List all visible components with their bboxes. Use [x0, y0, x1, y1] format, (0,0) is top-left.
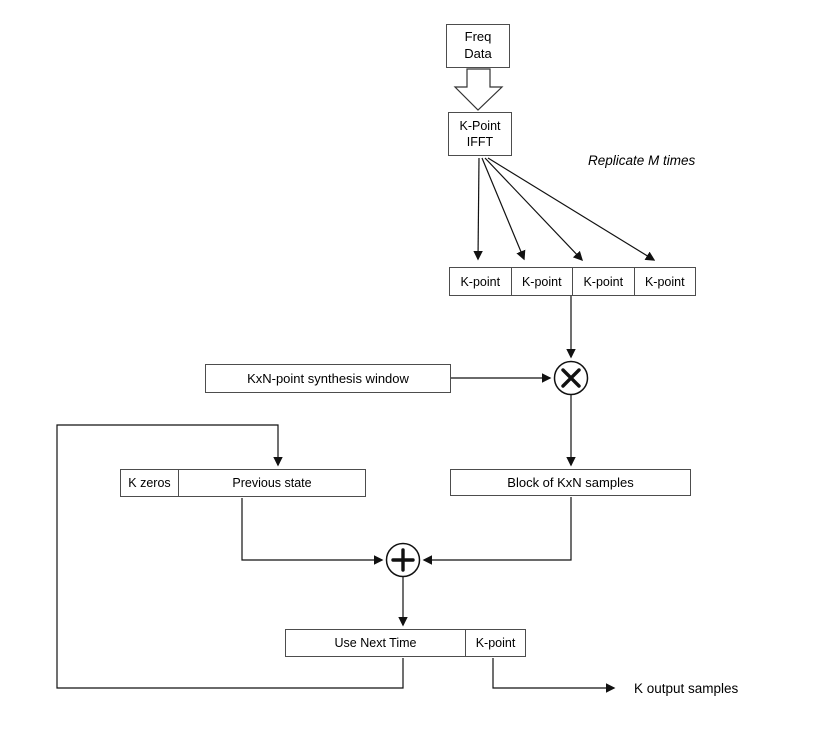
state-box: K zeros Previous state: [120, 469, 366, 497]
block-samples-label: Block of KxN samples: [507, 475, 634, 490]
fan-arrow-2: [481, 157, 526, 261]
k-point-cell-1-label: K-point: [460, 274, 501, 289]
freq-data-box: Freq Data: [446, 24, 510, 68]
output-caption: K output samples: [634, 681, 739, 696]
previous-state-label: Previous state: [232, 476, 312, 490]
use-next-time-cell: Use Next Time: [286, 630, 465, 656]
ifft-label-line2: IFFT: [466, 135, 494, 149]
ifft-label-line1: K-Point: [459, 118, 501, 133]
replicate-note: Replicate M times: [588, 153, 696, 168]
k-point-cell-3: K-point: [572, 268, 634, 295]
multiply-icon: [553, 360, 589, 396]
state-to-plus-path: [241, 498, 384, 565]
k-point-out-cell: K-point: [465, 630, 525, 656]
block-samples-box: Block of KxN samples: [450, 469, 691, 496]
feedback-path: [56, 424, 404, 689]
k-point-cell-2-label: K-point: [521, 274, 562, 289]
k-point-out-label: K-point: [475, 636, 516, 650]
k-point-cell-4-label: K-point: [644, 274, 685, 289]
fan-arrow-1: [473, 157, 483, 261]
k-point-cell-3-label: K-point: [583, 274, 624, 289]
k-point-cell-4: K-point: [633, 268, 696, 295]
ifft-output-row: K-point K-point K-point K-point: [449, 267, 696, 296]
block-arrow-down-icon: [453, 68, 504, 111]
output-path: [492, 658, 616, 693]
ifft-box: K-Point IFFT: [448, 112, 512, 156]
k-point-cell-1: K-point: [450, 268, 511, 295]
k-zeros-cell: K zeros: [121, 470, 178, 496]
plus-icon: [385, 542, 421, 578]
synthesis-window-label: KxN-point synthesis window: [247, 371, 409, 386]
use-next-time-label: Use Next Time: [334, 636, 417, 650]
synthesis-window-box: KxN-point synthesis window: [205, 364, 451, 393]
block-to-plus-path: [422, 497, 572, 565]
k-point-cell-2: K-point: [510, 268, 573, 295]
k-zeros-label: K zeros: [128, 476, 171, 490]
next-time-box: Use Next Time K-point: [285, 629, 526, 657]
fan-arrow-4: [487, 157, 656, 261]
previous-state-cell: Previous state: [178, 470, 365, 496]
fan-arrow-3: [484, 157, 583, 262]
freq-data-label-line2: Data: [464, 46, 492, 61]
freq-data-label-line1: Freq: [464, 29, 492, 45]
